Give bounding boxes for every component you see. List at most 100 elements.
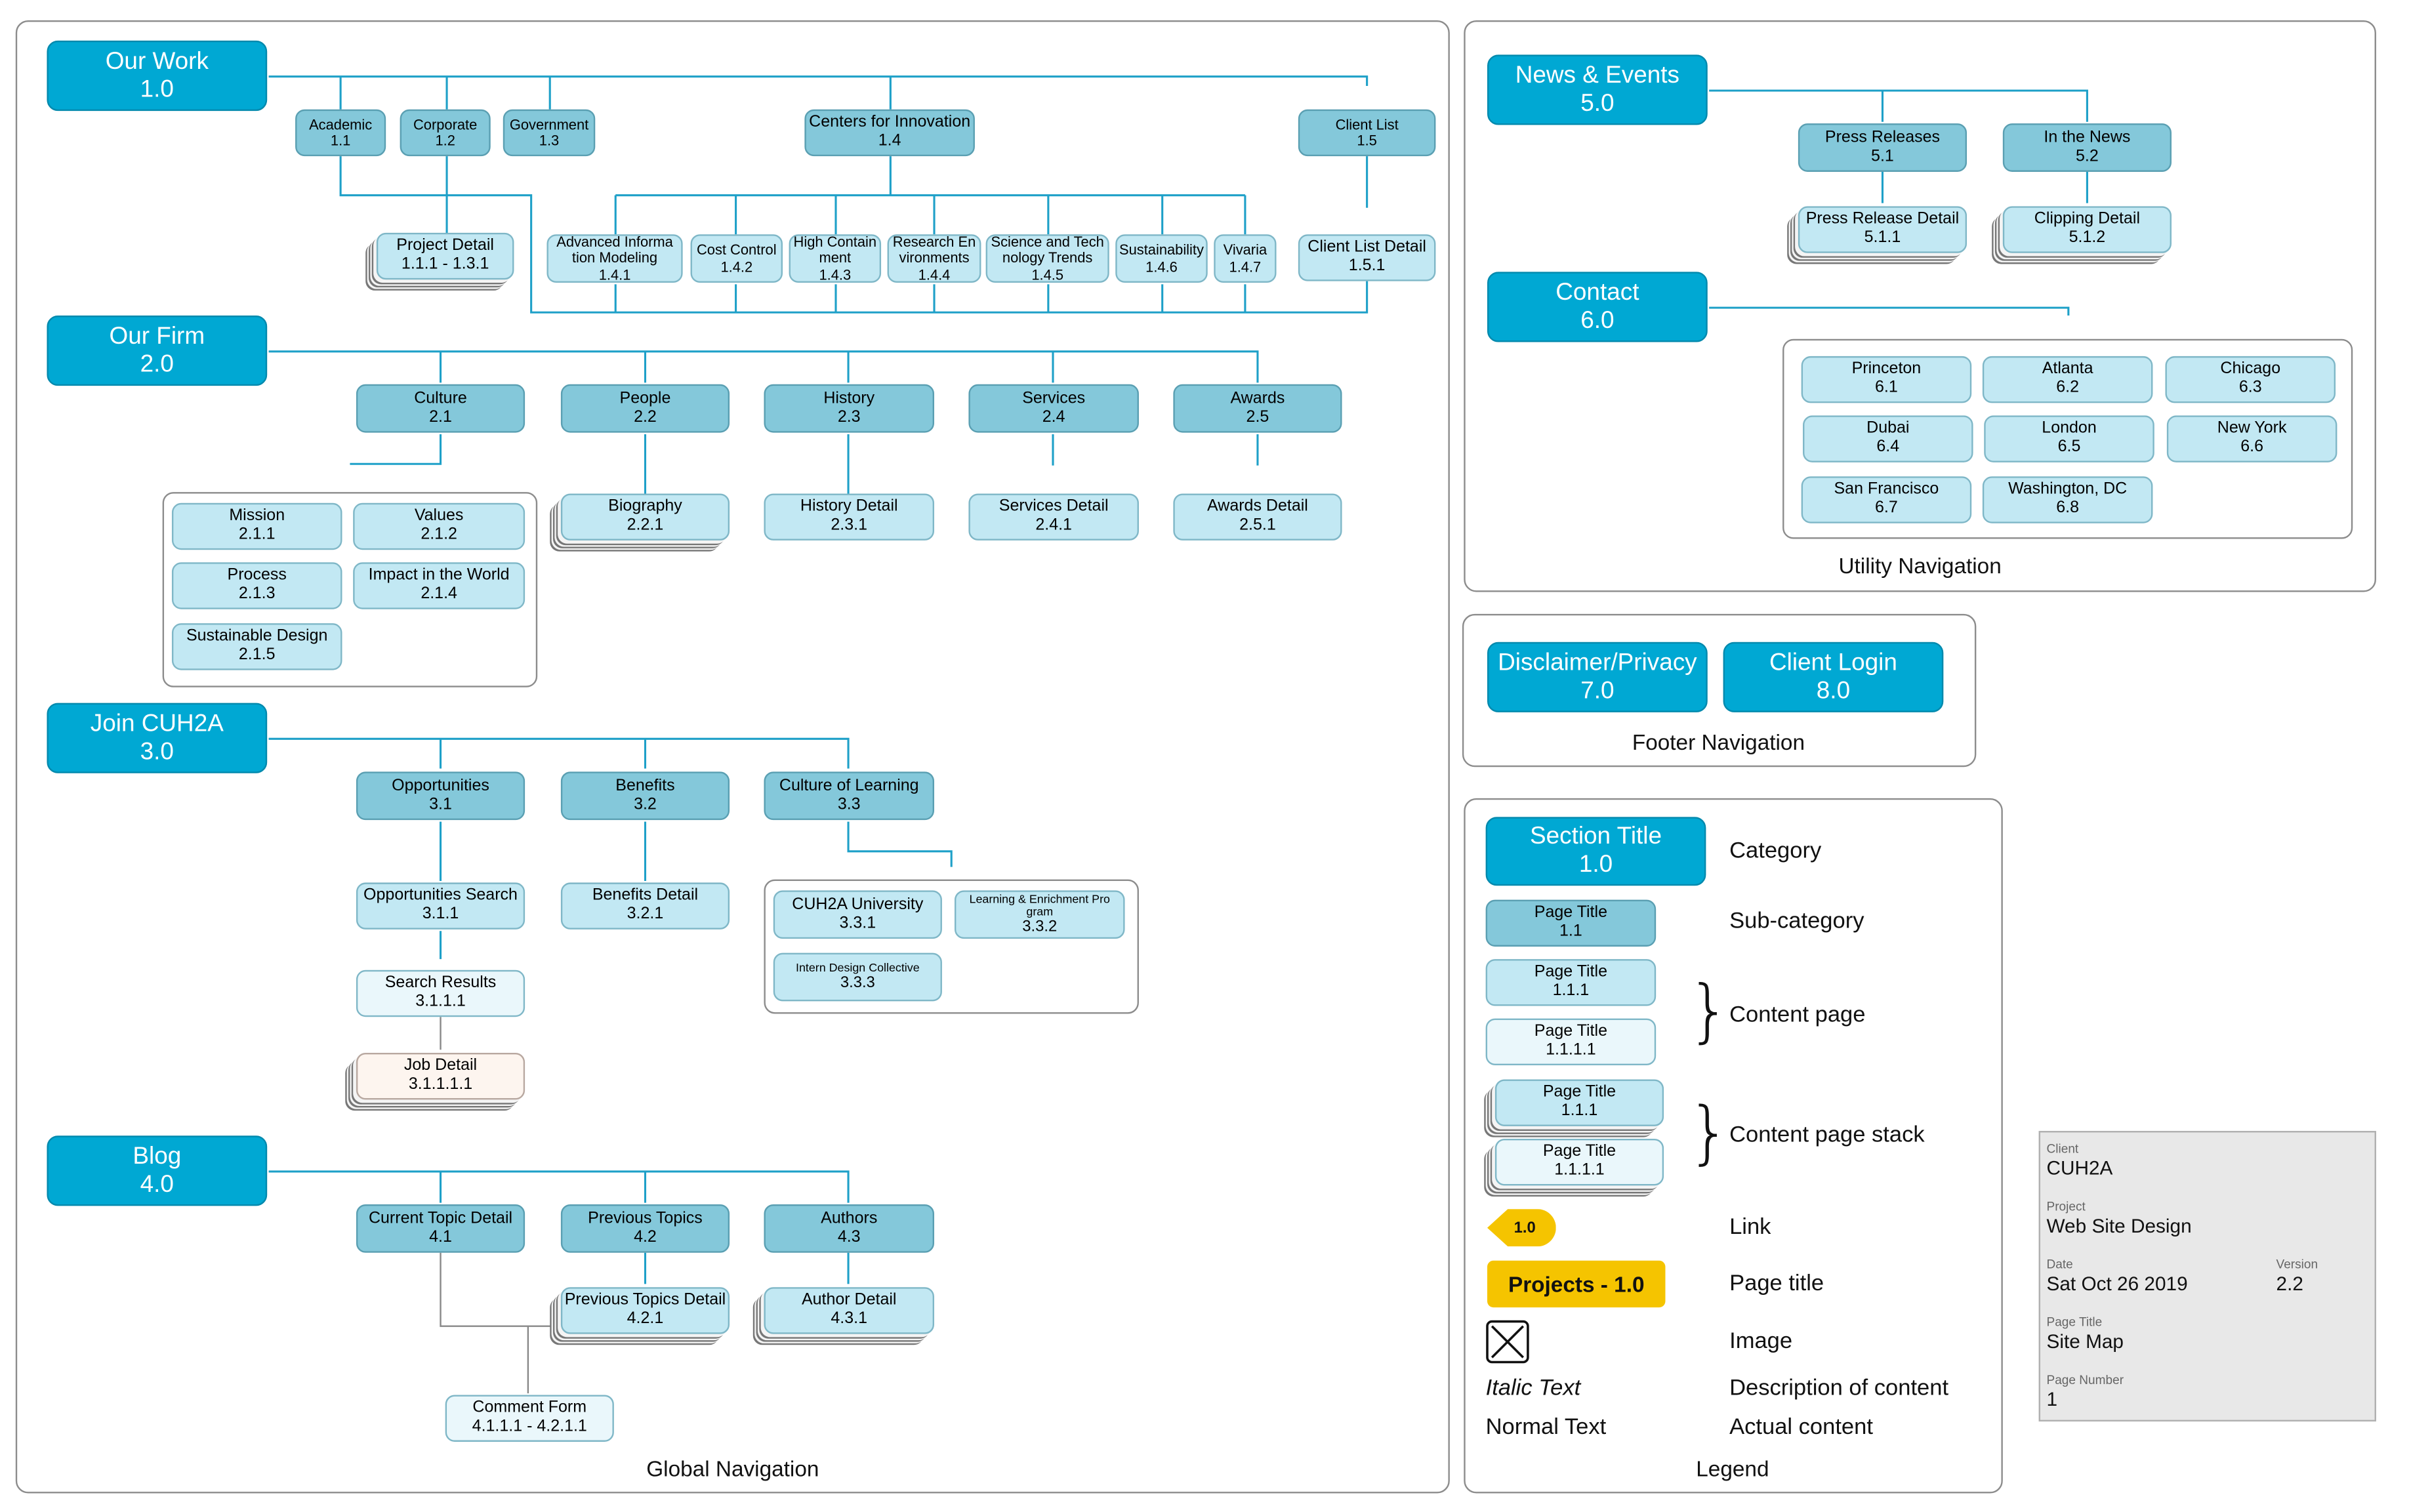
page-number: 2.1.5 <box>238 645 276 664</box>
page-title: Atlanta <box>2042 359 2093 379</box>
page-title: New York <box>2217 419 2287 438</box>
page-number: 3.2 <box>634 794 657 813</box>
page-title: Culture <box>414 388 467 408</box>
page-title: Mission <box>229 506 285 526</box>
page-number: 4.2.1 <box>627 1309 664 1328</box>
page-title: Benefits <box>615 776 675 795</box>
client-label: Client <box>2046 1141 2079 1156</box>
page-number: 4.1.1.1 - 4.2.1.1 <box>472 1416 587 1436</box>
page-number: 3.2.1 <box>627 904 664 924</box>
page-title: Awards Detail <box>1207 497 1308 516</box>
section-title: Our Firm <box>109 323 205 350</box>
page-number: 2.4 <box>1042 407 1065 426</box>
page-number: 2.1 <box>429 407 452 426</box>
page-title: Press Releases <box>1824 128 1941 147</box>
page-number: 2.3.1 <box>831 515 868 535</box>
page-number-value: 1 <box>2046 1388 2058 1411</box>
project-value: Web Site Design <box>2046 1215 2192 1237</box>
page-title: Government <box>509 117 589 133</box>
page-title: Advanced Informa tion Modeling <box>556 235 673 266</box>
legend-label-actual-content: Actual content <box>1729 1415 1873 1440</box>
page-number: 3.3.1 <box>839 912 876 932</box>
page-title: Previous Topics Detail <box>564 1291 726 1310</box>
page-number: 6.8 <box>2056 498 2080 518</box>
page-title: Opportunities Search <box>363 886 518 905</box>
page-number: 3.3 <box>837 794 861 813</box>
page-number: 1.2 <box>435 133 455 149</box>
section-number: 8.0 <box>1816 677 1851 704</box>
page-title: Corporate <box>413 117 478 133</box>
legend-page-title: Page Title <box>1534 903 1607 923</box>
page-title: Princeton <box>1851 359 1922 379</box>
page-number: 4.2 <box>634 1227 657 1246</box>
page-title: Values <box>414 506 464 526</box>
page-title: Impact in the World <box>368 566 510 585</box>
